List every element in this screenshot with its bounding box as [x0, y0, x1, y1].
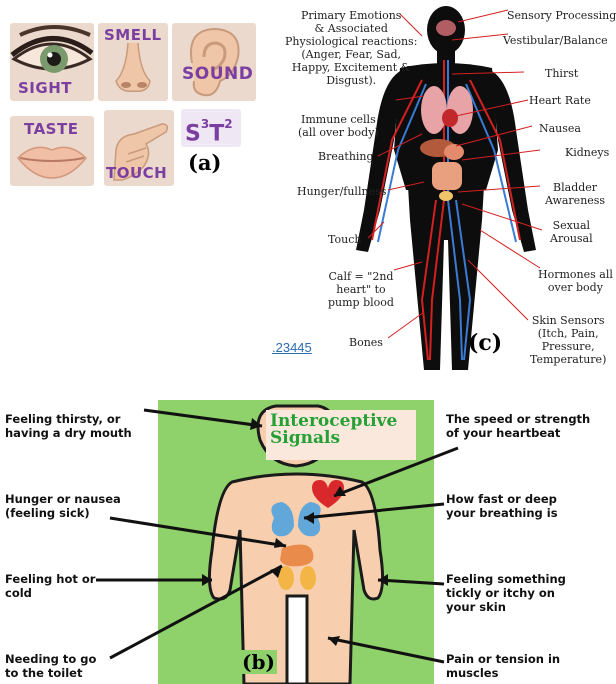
label-immune-cells: Immune cells (all over body) — [298, 113, 379, 139]
s3t2-sup2: 2 — [224, 117, 232, 131]
label-vestibular-balance: Vestibular/Balance — [503, 34, 608, 47]
label-skin-sensors: Skin Sensors (Itch, Pain, Pressure, Temp… — [530, 314, 606, 366]
sight-tile: SIGHT — [10, 23, 94, 101]
label-bladder-awareness: Bladder Awareness — [545, 181, 605, 207]
s3t2-badge: S3T2 — [181, 109, 241, 147]
smell-tile: SMELL — [98, 23, 168, 101]
sound-tile: SOUND — [172, 23, 256, 101]
s3t2-base2: T — [209, 121, 224, 146]
label-bones: Bones — [349, 336, 383, 349]
label-hunger-fullness: Hunger/fullness — [297, 185, 386, 198]
label-thirsty: Feeling thirsty, or having a dry mouth — [5, 412, 132, 440]
touch-label: TOUCH — [106, 164, 167, 182]
label-toilet: Needing to go to the toilet — [5, 652, 96, 680]
label-calf: Calf = "2nd heart" to pump blood — [328, 270, 394, 309]
panel-c-tag: (c) — [468, 330, 502, 356]
label-thirst: Thirst — [545, 67, 578, 80]
panel-a-tag: (a) — [188, 150, 221, 175]
panel-b-tag: (b) — [240, 650, 277, 674]
label-hormones: Hormones all over body — [538, 268, 613, 294]
s3t2-sup1: 3 — [201, 117, 209, 131]
label-nausea: Nausea — [539, 122, 581, 135]
sight-label: SIGHT — [18, 79, 72, 97]
interoceptive-signals-title: Interoceptive Signals — [266, 410, 416, 460]
label-hot-cold: Feeling hot or cold — [5, 572, 95, 600]
reference-link[interactable]: .23445 — [272, 340, 312, 355]
label-touch: Touch — [328, 233, 361, 246]
label-breathing-speed: How fast or deep your breathing is — [446, 492, 558, 520]
smell-label: SMELL — [104, 26, 162, 44]
touch-tile: TOUCH — [104, 110, 174, 186]
s3t2-base1: S — [185, 121, 201, 146]
sound-label: SOUND — [182, 64, 253, 84]
taste-label: TASTE — [24, 120, 78, 138]
taste-tile: TASTE — [10, 116, 94, 186]
label-primary-emotions: Primary Emotions & Associated Physiologi… — [285, 9, 417, 87]
label-muscle-pain: Pain or tension in muscles — [446, 652, 560, 680]
label-kidneys: Kidneys — [565, 146, 609, 159]
label-itchy-skin: Feeling something tickly or itchy on you… — [446, 572, 566, 614]
ear-icon — [172, 23, 256, 101]
label-breathing: Breathing — [318, 150, 374, 163]
label-heartbeat: The speed or strength of your heartbeat — [446, 412, 590, 440]
label-heart-rate: Heart Rate — [529, 94, 591, 107]
label-hunger-nausea: Hunger or nausea (feeling sick) — [5, 492, 121, 520]
label-sexual-arousal: Sexual Arousal — [550, 219, 593, 245]
label-sensory-processing: Sensory Processing — [507, 9, 616, 22]
